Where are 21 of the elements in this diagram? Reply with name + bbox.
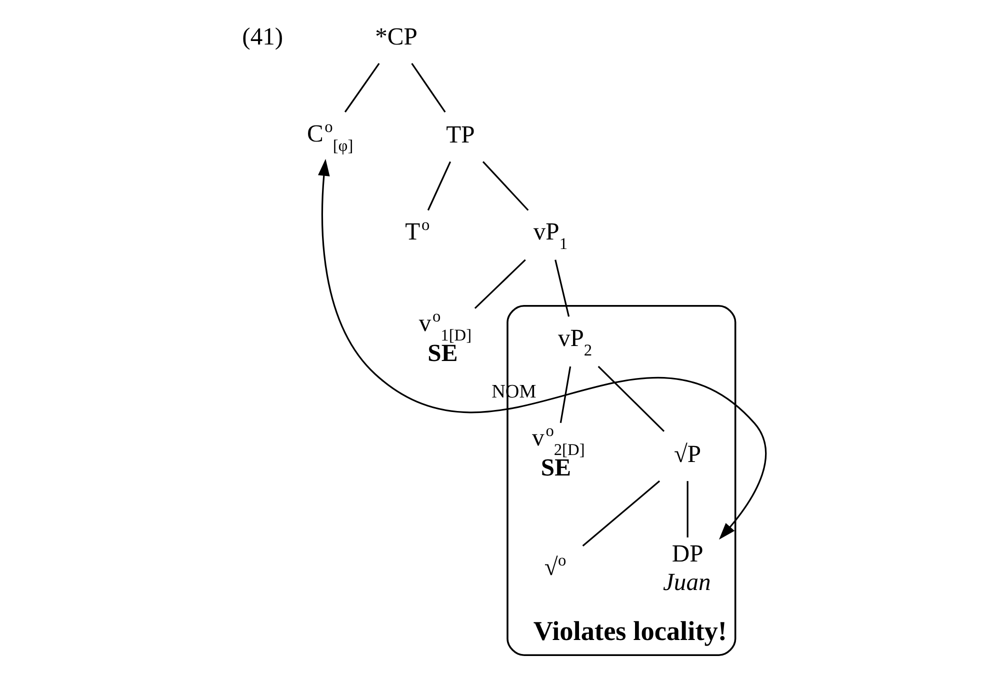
node-text: vP$_{2}$ (557, 325, 592, 360)
node-text: TP (446, 122, 474, 149)
node-label: Violates locality! (532, 616, 727, 646)
arrow (317, 158, 766, 540)
label: (41) (242, 23, 283, 50)
connector (597, 366, 664, 432)
node-text: T$^{o}$ (404, 215, 430, 246)
node-text: √P (673, 440, 701, 468)
connector (559, 366, 571, 423)
connector (686, 481, 688, 538)
node-text: √$^{o}$ (544, 550, 566, 582)
node-text: vP$_{1}$ (532, 218, 568, 254)
connector (474, 259, 526, 309)
connector (582, 480, 660, 547)
connector (426, 161, 451, 211)
connector (410, 63, 446, 112)
node-text: DP Juan (662, 540, 710, 596)
connector (554, 260, 570, 317)
connector (482, 161, 528, 211)
connector (344, 62, 380, 112)
node-text: *CP (374, 23, 417, 50)
